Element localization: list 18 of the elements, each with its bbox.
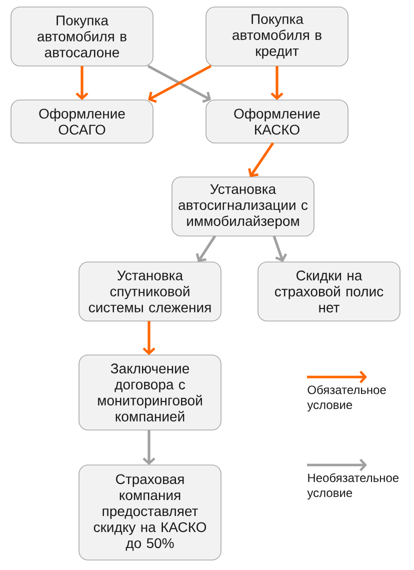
arrow: [142, 430, 156, 465]
process-box: Установка спутниковой системы слежения: [78, 262, 222, 322]
arrow: [248, 142, 274, 177]
process-box: Заключение договора с мониторинговой компанией: [78, 354, 222, 430]
process-box: Покупка автомобиля в кредит: [206, 6, 348, 66]
arrow: [76, 66, 88, 100]
legend-text: Необязательное условие: [307, 473, 399, 500]
process-box: Скидки на страховой полис нет: [258, 262, 400, 322]
arrow: [272, 236, 288, 262]
arrow: [196, 235, 216, 262]
arrow: [270, 66, 284, 100]
legend-text: Обязательное условие: [307, 385, 386, 412]
process-box: Покупка автомобиля в автосалоне: [10, 6, 154, 66]
arrow: [142, 321, 156, 355]
process-box: Страховая компания предоставляет скидку на КАСКО до 50%: [78, 464, 222, 560]
process-box: Оформление КАСКО: [206, 100, 348, 144]
process-box: Установка автосигнализации с иммобилайзером: [172, 176, 314, 236]
process-box: Оформление ОСАГО: [10, 100, 154, 144]
